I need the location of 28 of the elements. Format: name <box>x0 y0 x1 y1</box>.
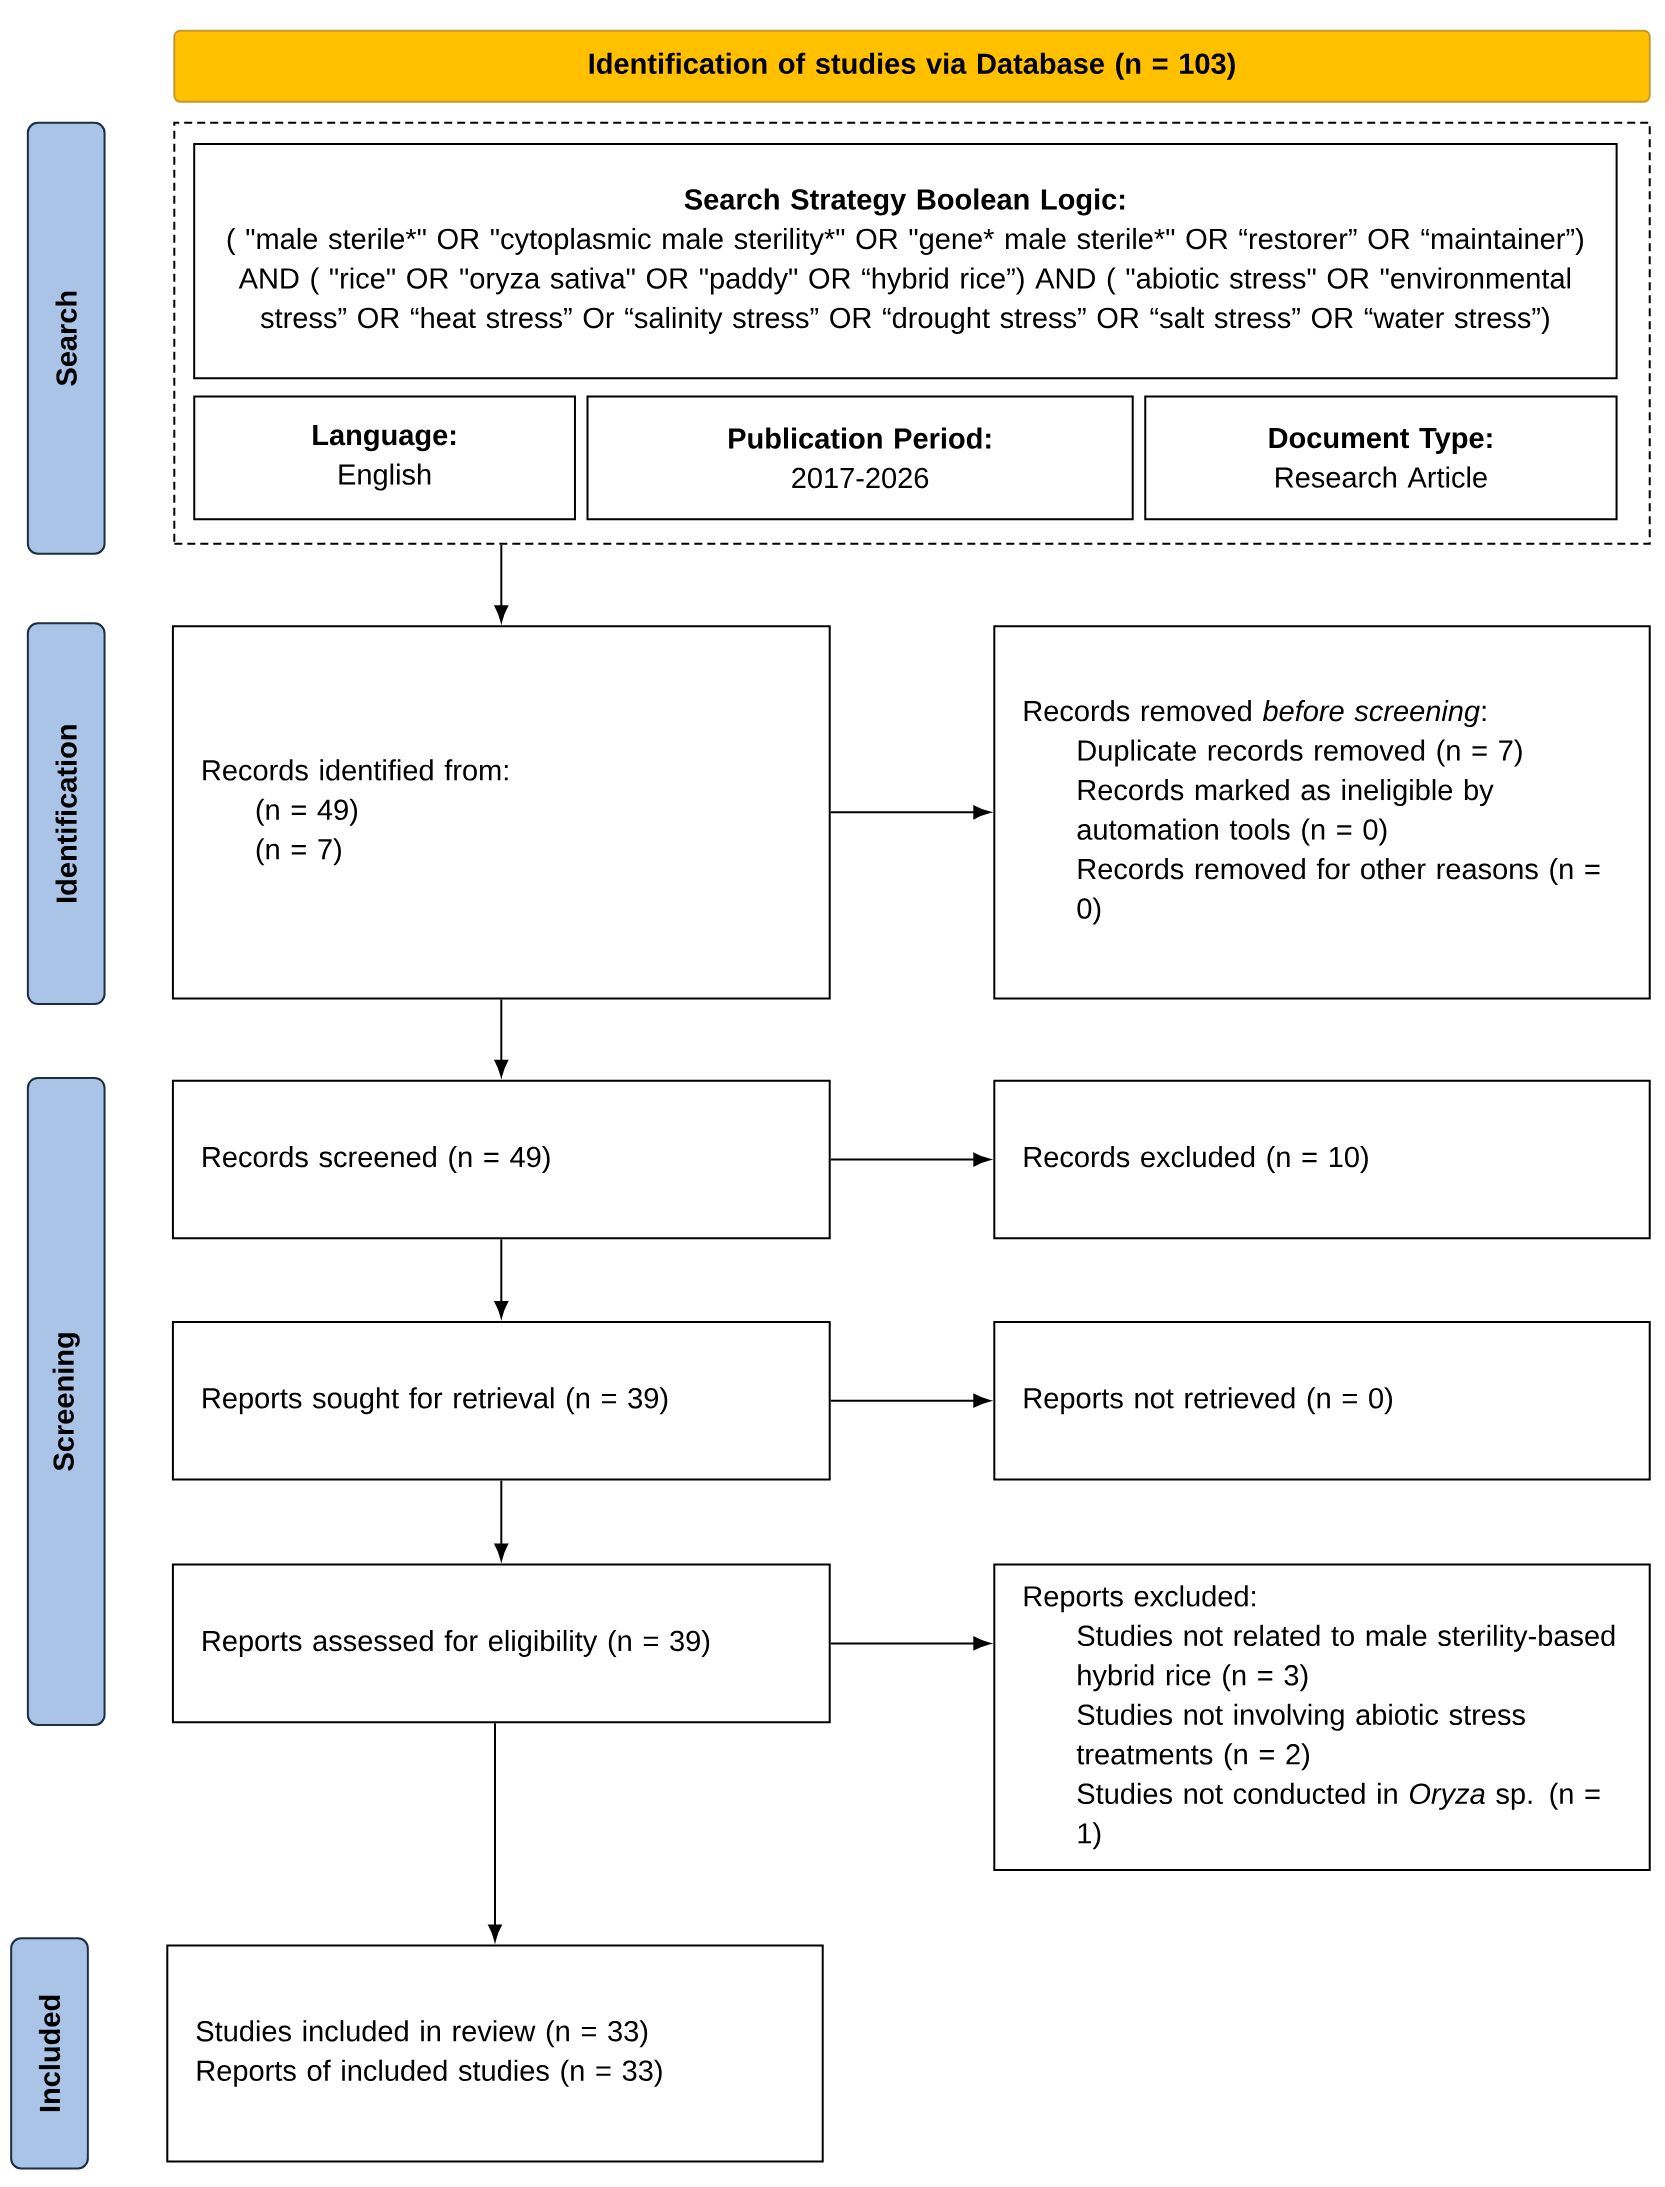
process-box: Reports assessed for eligibility (n = 39) <box>171 1563 831 1724</box>
arrow <box>829 805 991 820</box>
process-box: Reports excluded: Studies not related to male sterility-based hybrid rice (n = 3) Studies not involving abiotic stress treatments (n = 2) Studies not conducted in Oryza sp. (n = 1) <box>993 1563 1651 1871</box>
process-box: Records removed before screening: Duplicate records removed (n = 7) Records marked as ineligible by automation tools (n = 0) Records removed for other reasons (n = 0) <box>993 625 1651 1000</box>
arrow <box>494 998 509 1077</box>
dashed-frame <box>173 121 1651 545</box>
process-box: Studies included in review (n = 33) Reports of included studies (n = 33) <box>166 1944 824 2163</box>
arrow <box>829 1152 991 1167</box>
process-box: Records excluded (n = 10) <box>993 1079 1651 1240</box>
criteria-box: Document Type: Research Article <box>1144 395 1618 521</box>
stage-label-band: Search <box>26 121 106 555</box>
arrow <box>494 543 509 623</box>
process-box: Records identified from: (n = 49) (n = 7) <box>171 625 831 1000</box>
stage-label-band: Screening <box>26 1076 106 1726</box>
criteria-box: Language: English <box>193 395 576 521</box>
search-strategy-box: Search Strategy Boolean Logic: ( "male sterile*" OR "cytoplasmic male sterility*" OR "gene* male sterile*" OR “restorer” OR “maintainer”) AND ( "rice" OR "oryza sativa" OR "paddy" OR “hybrid rice”) AND ( "abiotic stress" OR "environmental stress” OR “heat stress” Or “salinity stress” OR “drought stress” OR “salt stress” OR “water stress”) <box>193 143 1618 380</box>
stage-label-band: Included <box>10 1937 89 2170</box>
stage-label-band: Identification <box>26 622 106 1006</box>
arrow <box>488 1722 502 1942</box>
arrow <box>494 1238 509 1318</box>
process-box: Records screened (n = 49) <box>171 1079 831 1240</box>
title-banner: Identification of studies via Database (n = 103) <box>173 29 1651 103</box>
arrow <box>829 1393 991 1408</box>
process-box: Reports sought for retrieval (n = 39) <box>171 1320 831 1481</box>
arrow <box>494 1479 509 1561</box>
process-box: Reports not retrieved (n = 0) <box>993 1320 1651 1481</box>
arrow <box>829 1636 991 1651</box>
criteria-box: Publication Period: 2017-2026 <box>586 395 1134 521</box>
